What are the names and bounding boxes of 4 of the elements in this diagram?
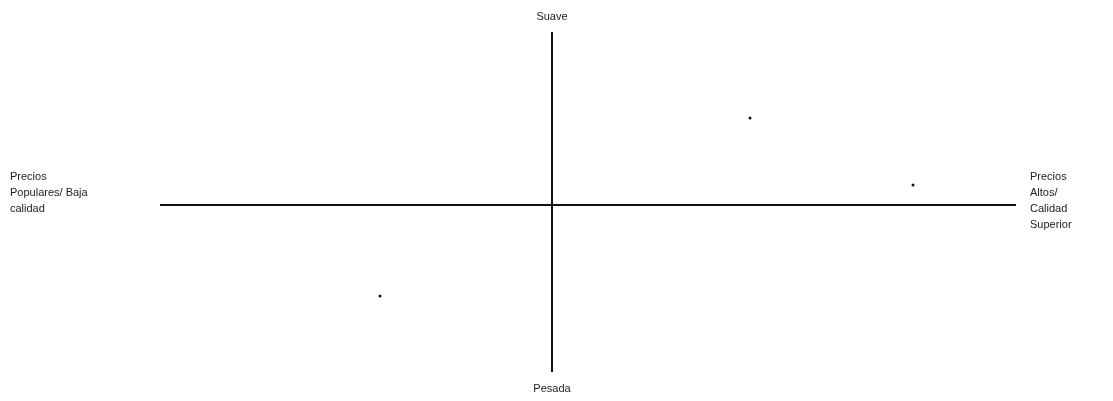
axis-label: Precios Altos/ Calidad Superior bbox=[1030, 169, 1073, 232]
axis-label: Precios Populares/ Baja calidad bbox=[10, 169, 89, 216]
axis-label: Pesada bbox=[532, 381, 572, 396]
axis-label: Suave bbox=[535, 9, 569, 24]
